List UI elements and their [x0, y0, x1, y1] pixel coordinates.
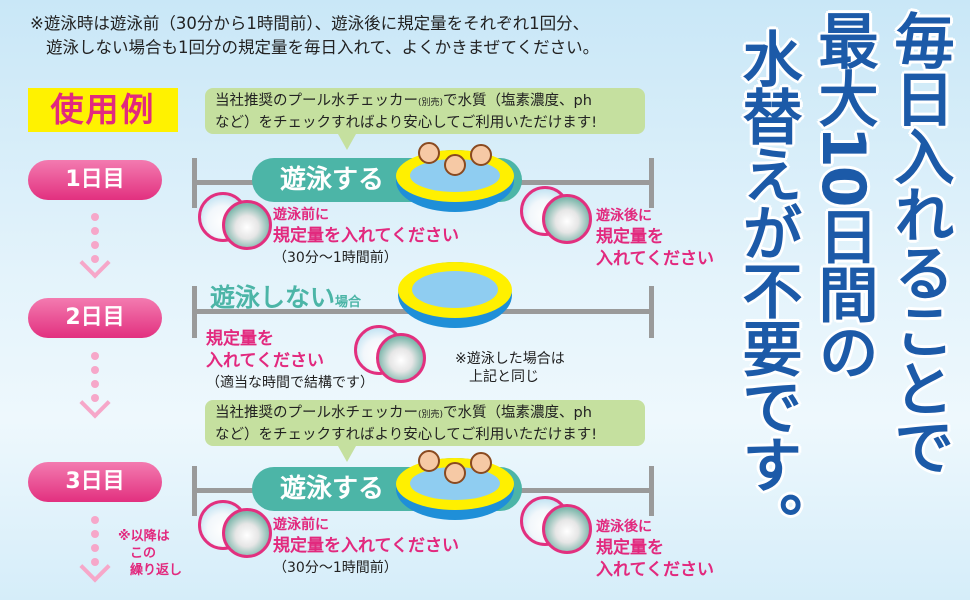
headline-col-3: 水替えが不要です。	[732, 28, 802, 550]
before-timing: （30分～1時間前）	[273, 250, 398, 266]
powder-icon	[542, 504, 592, 554]
before-timing: （30分～1時間前）	[273, 560, 398, 576]
dots-connector	[91, 352, 101, 408]
sold-separately: (別売)	[418, 98, 444, 108]
after-line-2: 入れてください	[596, 249, 714, 269]
bubble-text: で水質（塩素濃度、ph	[443, 93, 592, 109]
dots-connector	[91, 213, 101, 269]
bubble-text: など）をチェックすればより安心してご利用いただけます!	[215, 427, 598, 443]
powder-icon	[376, 333, 426, 383]
before-swim-instruction: 遊泳前に 規定量を入れてください （30分～1時間前）	[273, 206, 459, 267]
after-line-1: 規定量を	[596, 538, 664, 558]
powder-icon	[222, 200, 272, 250]
repeat-note-3: 繰り返し	[130, 563, 183, 578]
no-swim-label: 遊泳しない場合	[210, 278, 361, 314]
swam-note-1: ※遊泳した場合は	[455, 351, 565, 367]
day-1-pill: 1日目	[28, 160, 162, 200]
bubble-tail	[338, 446, 356, 462]
no-swim-action-2: 入れてください	[206, 351, 324, 371]
headline-col-2: 最大10日間の	[808, 10, 878, 380]
swim-pill: 遊泳する	[252, 158, 522, 202]
day-2-pill: 2日目	[28, 298, 162, 338]
chevron-down-icon	[79, 247, 111, 279]
usage-example-label: 使用例	[28, 88, 178, 132]
pool-with-kids-icon	[396, 142, 514, 212]
before-swim-instruction: 遊泳前に 規定量を入れてください （30分～1時間前）	[273, 516, 459, 577]
repeat-note-1: ※以降は	[118, 529, 170, 544]
bubble-text: 当社推奨のプール水チェッカー	[215, 93, 418, 109]
before-action: 規定量を入れてください	[273, 536, 459, 556]
powder-icon	[222, 508, 272, 558]
after-line-1: 規定量を	[596, 227, 664, 247]
checker-bubble: 当社推奨のプール水チェッカー(別売)で水質（塩素濃度、ph など）をチェックすれ…	[205, 400, 645, 446]
dots-connector	[91, 516, 101, 572]
no-swim-action-1: 規定量を	[206, 329, 274, 349]
repeat-note: ※以降は この 繰り返し	[118, 528, 182, 579]
bubble-text: で水質（塩素濃度、ph	[443, 405, 592, 421]
bubble-text: 当社推奨のプール水チェッカー	[215, 405, 418, 421]
timeline-tick	[649, 286, 654, 338]
bubble-text: など）をチェックすればより安心してご利用いただけます!	[215, 115, 598, 131]
powder-icon	[542, 194, 592, 244]
note-line-1: ※遊泳時は遊泳前（30分から1時間前）、遊泳後に規定量をそれぞれ1回分、	[30, 14, 590, 33]
after-swim-instruction: 遊泳後に 規定量を 入れてください	[596, 518, 714, 581]
no-swim-text: 遊泳しない	[210, 283, 336, 312]
checker-bubble: 当社推奨のプール水チェッカー(別売)で水質（塩素濃度、ph など）をチェックすれ…	[205, 88, 645, 134]
pool-with-kids-icon	[396, 450, 514, 520]
swam-note-2: 上記と同じ	[469, 369, 539, 385]
after-title: 遊泳後に	[596, 519, 652, 535]
before-action: 規定量を入れてください	[273, 226, 459, 246]
no-swim-timing: （適当な時間で結構です）	[206, 375, 374, 391]
day-3-pill: 3日目	[28, 462, 162, 502]
after-swim-instruction: 遊泳後に 規定量を 入れてください	[596, 207, 714, 270]
no-swim-suffix: 場合	[335, 295, 362, 310]
bubble-tail	[338, 134, 356, 150]
after-line-2: 入れてください	[596, 560, 714, 580]
sold-separately: (別売)	[418, 410, 444, 420]
no-swim-instruction: 規定量を 入れてください （適当な時間で結構です）	[206, 328, 374, 392]
before-title: 遊泳前に	[273, 517, 329, 533]
timeline-tick	[649, 466, 654, 516]
chevron-down-icon	[79, 387, 111, 419]
usage-note: ※遊泳時は遊泳前（30分から1時間前）、遊泳後に規定量をそれぞれ1回分、 遊泳し…	[30, 12, 599, 60]
headline-col-1: 毎日入れることで	[884, 10, 954, 474]
before-title: 遊泳前に	[273, 207, 329, 223]
chevron-down-icon	[79, 551, 111, 583]
note-line-2: 遊泳しない場合も1回分の規定量を毎日入れて、よくかきまぜてください。	[46, 38, 600, 57]
repeat-note-2: この	[130, 546, 157, 561]
timeline-tick	[649, 158, 654, 208]
empty-pool-icon	[398, 262, 512, 328]
swam-note: ※遊泳した場合は 上記と同じ	[455, 350, 565, 386]
after-title: 遊泳後に	[596, 208, 652, 224]
